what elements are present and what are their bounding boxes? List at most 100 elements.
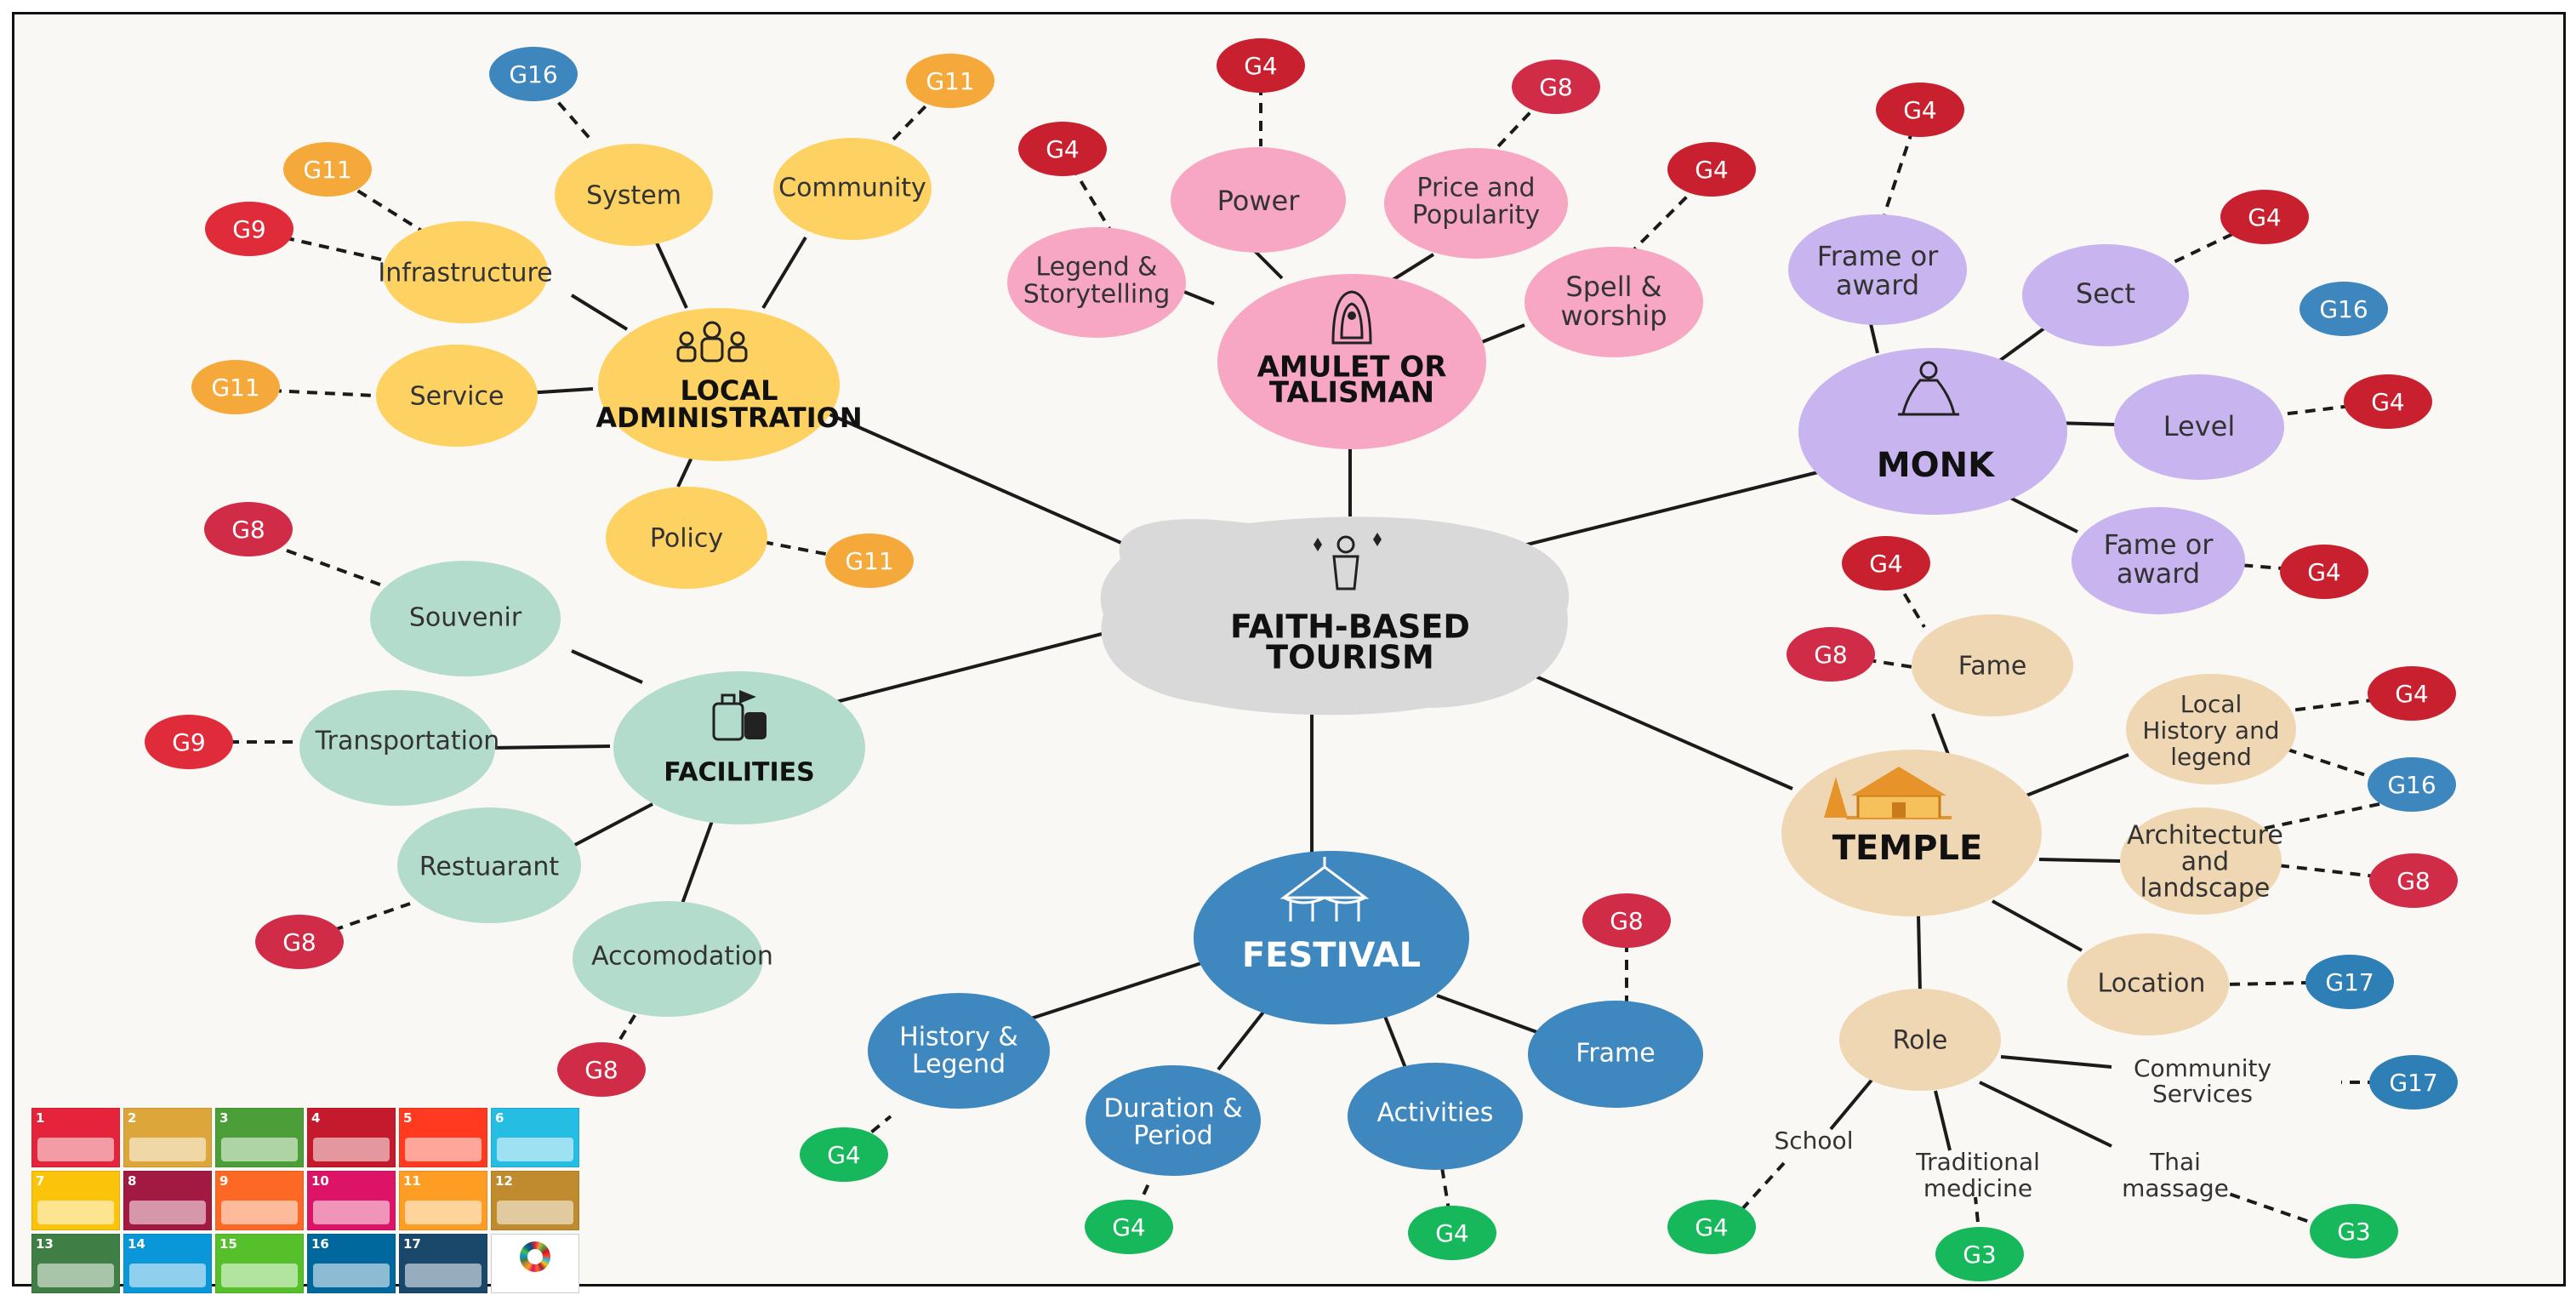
topic-community-services-line-2: Services (2152, 1080, 2253, 1108)
sdg-goal-icon (405, 1201, 482, 1224)
topic-spell-worship[interactable]: Spell & worship (1525, 247, 1703, 357)
goal-badge-traditional-medicine[interactable]: G3 (1935, 1227, 2024, 1281)
goal-badge-souvenir[interactable]: G8 (204, 502, 293, 556)
goal-badge-system[interactable]: G16 (489, 47, 578, 101)
goal-badge-fame-award-2[interactable]: G4 (2280, 545, 2368, 599)
topic-infrastructure[interactable]: Infrastructure (378, 221, 553, 323)
hub-facilities[interactable]: FACILITIES (613, 671, 865, 824)
topic-souvenir[interactable]: Souvenir (370, 561, 561, 676)
sdg-goal-icon (37, 1264, 114, 1287)
topic-local-history[interactable]: Local History and legend (2126, 674, 2296, 784)
goal-badge-infrastructure-b-label: G9 (232, 215, 266, 243)
hub-local-administration[interactable]: LOCAL ADMINISTRATION (596, 308, 863, 461)
goal-badge-location[interactable]: G17 (2305, 955, 2394, 1009)
sdg-tile: 7 (31, 1171, 120, 1230)
goal-badge-accomodation-label: G8 (584, 1056, 618, 1084)
goal-badge-accomodation[interactable]: G8 (557, 1042, 646, 1097)
goal-badge-local-history-b[interactable]: G16 (2368, 757, 2456, 812)
goal-badge-level[interactable]: G4 (2344, 374, 2432, 429)
goal-badge-restuarant-label: G8 (282, 928, 316, 956)
goal-badge-service[interactable]: G11 (191, 360, 280, 414)
topic-fame-award-2[interactable]: Fame or award (2072, 507, 2245, 614)
goal-badge-frame-award-1[interactable]: G4 (1876, 83, 1964, 137)
sdg-tile-number: 15 (219, 1236, 237, 1252)
goal-badge-spell-worship[interactable]: G4 (1667, 142, 1756, 197)
topic-restuarant[interactable]: Restuarant (397, 807, 581, 923)
goal-badge-monk-extra[interactable]: G16 (2300, 282, 2388, 336)
goal-badge-community[interactable]: G11 (906, 54, 994, 108)
topic-school-label: School (1775, 1127, 1854, 1155)
topic-legend-storytelling[interactable]: Legend & Storytelling (1007, 227, 1186, 338)
goal-badge-fame-a[interactable]: G4 (1842, 536, 1930, 590)
sdg-tile: 16 (307, 1234, 396, 1293)
goal-badge-infrastructure-b[interactable]: G9 (205, 202, 294, 256)
goal-badge-frame[interactable]: G8 (1582, 893, 1671, 948)
topic-sect[interactable]: Sect (2022, 244, 2189, 346)
sdg-goal-icon (129, 1201, 206, 1224)
sdg-goal-icon (129, 1138, 206, 1161)
goal-badge-power[interactable]: G4 (1217, 38, 1305, 93)
hub-temple[interactable]: TEMPLE (1781, 750, 2042, 916)
goal-badge-architecture[interactable]: G8 (2369, 853, 2458, 908)
topic-traditional-medicine-line-1: Traditional (1915, 1148, 2040, 1176)
topic-power[interactable]: Power (1171, 147, 1346, 253)
mindmap-diagram: .solid { stroke:#1b1b1b; stroke-width:4;… (145, 38, 2458, 1281)
topic-frame[interactable]: Frame (1528, 1001, 1703, 1108)
hub-festival[interactable]: FESTIVAL (1194, 851, 1469, 1024)
topic-fame-award-2-line-1: Fame or (2104, 528, 2214, 561)
goal-badge-sect[interactable]: G4 (2220, 190, 2309, 244)
goal-badge-transportation[interactable]: G9 (145, 715, 233, 769)
goal-badge-price-popularity[interactable]: G8 (1512, 60, 1600, 114)
goal-badge-system-label: G16 (509, 60, 557, 88)
goal-badge-fame-b[interactable]: G8 (1787, 627, 1875, 682)
local-admin-title: LOCAL (680, 374, 778, 407)
goal-badge-policy[interactable]: G11 (825, 533, 914, 588)
topic-accomodation[interactable]: Accomodation (573, 901, 773, 1017)
sdg-tile: 5 (399, 1108, 487, 1167)
topic-architecture-line-2: and (2181, 847, 2229, 877)
goal-badge-policy-label: G11 (845, 547, 893, 575)
topic-location[interactable]: Location (2067, 933, 2229, 1035)
goal-badge-history-legend[interactable]: G4 (800, 1127, 888, 1182)
sdg-tile: 11 (399, 1171, 487, 1230)
topic-thai-massage-line-1: Thai (2149, 1148, 2201, 1176)
topic-system[interactable]: System (555, 144, 713, 246)
sdg-tile-number: 4 (311, 1110, 321, 1126)
topic-accomodation-label: Accomodation (591, 942, 773, 972)
topic-history-legend[interactable]: History & Legend (868, 993, 1050, 1109)
topic-duration-period[interactable]: Duration & Period (1086, 1065, 1261, 1176)
goal-badge-thai-massage[interactable]: G3 (2310, 1204, 2398, 1258)
topic-role[interactable]: Role (1839, 989, 2001, 1091)
topic-service[interactable]: Service (376, 345, 538, 447)
sdg-tile: 8 (123, 1171, 212, 1230)
goal-badge-infrastructure-a[interactable]: G11 (283, 142, 372, 197)
topic-community-services: Community Services (2134, 1054, 2271, 1108)
goal-badge-duration-period[interactable]: G4 (1085, 1200, 1173, 1254)
topic-transportation[interactable]: Transportation (299, 690, 499, 806)
topic-history-legend-line-1: History & (899, 1023, 1018, 1053)
topic-frame-award-1[interactable]: Frame or award (1788, 214, 1967, 325)
topic-architecture[interactable]: Architecture and landscape (2120, 807, 2283, 915)
amulet-title: AMULET OR (1257, 351, 1447, 385)
goal-badge-school[interactable]: G4 (1667, 1200, 1756, 1254)
goal-badge-price-popularity-label: G8 (1539, 73, 1573, 101)
goal-badge-legend-storytelling[interactable]: G4 (1018, 122, 1107, 176)
goal-badge-restuarant[interactable]: G8 (255, 915, 344, 969)
topic-school: School (1775, 1127, 1854, 1155)
goal-badge-community-services[interactable]: G17 (2369, 1055, 2458, 1110)
goal-badge-local-history-a[interactable]: G4 (2368, 666, 2456, 721)
goal-badge-activities[interactable]: G4 (1408, 1206, 1496, 1260)
topic-community[interactable]: Community (773, 138, 932, 240)
goal-badge-fame-award-2-label: G4 (2307, 558, 2341, 586)
topic-fame[interactable]: Fame (1912, 614, 2073, 716)
topic-local-history-line-2: History and (2142, 716, 2279, 744)
hub-monk[interactable]: MONK (1798, 348, 2067, 515)
festival-title: FESTIVAL (1242, 936, 1421, 975)
facilities-title: FACILITIES (664, 758, 814, 788)
center-node[interactable]: FAITH-BASED TOURISM (1100, 516, 1570, 716)
topic-activities[interactable]: Activities (1348, 1063, 1523, 1170)
topic-level[interactable]: Level (2114, 374, 2284, 480)
hub-amulet-talisman[interactable]: AMULET OR TALISMAN (1217, 274, 1486, 449)
topic-price-popularity[interactable]: Price and Popularity (1384, 148, 1568, 259)
topic-policy[interactable]: Policy (606, 487, 767, 589)
